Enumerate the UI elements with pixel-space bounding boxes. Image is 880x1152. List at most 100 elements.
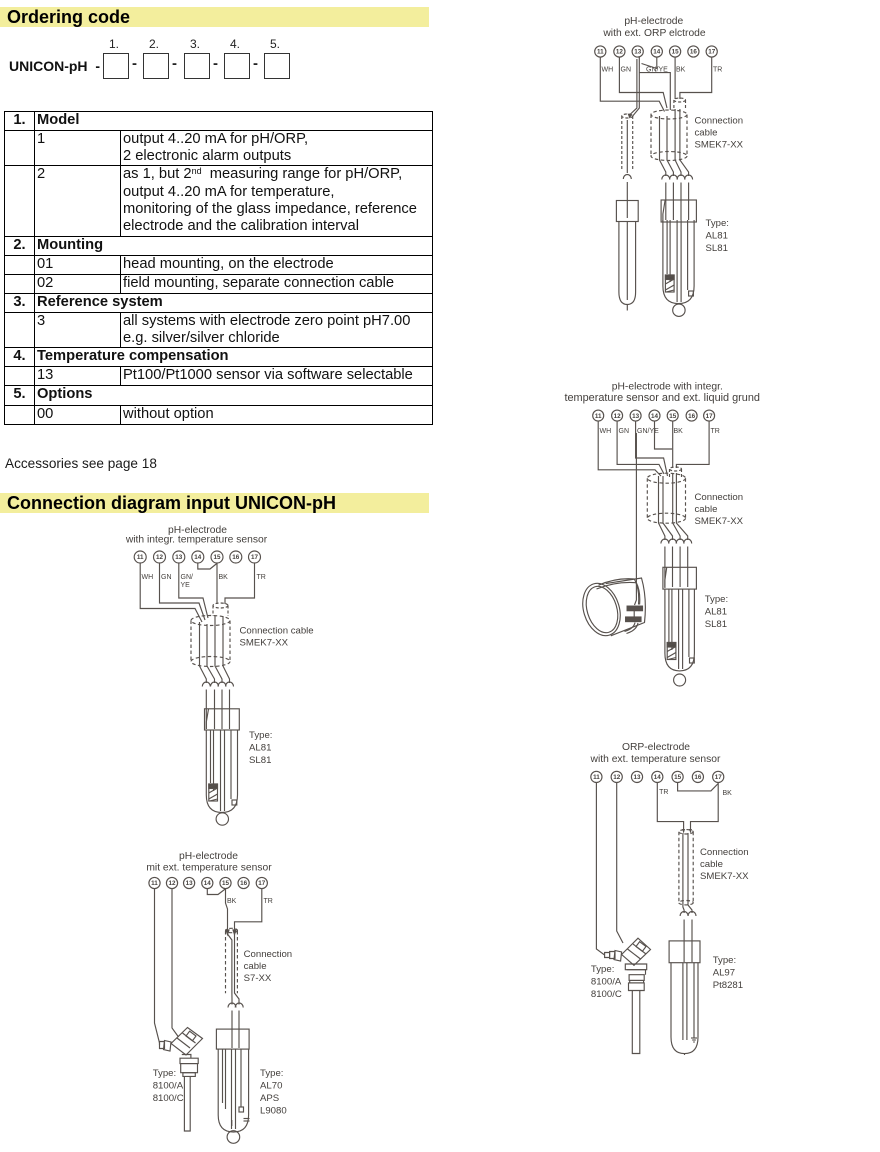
svg-text:SMEK7-XX: SMEK7-XX xyxy=(240,638,289,649)
svg-text:GN: GN xyxy=(621,67,632,74)
svg-text:15: 15 xyxy=(222,880,230,887)
svg-text:17: 17 xyxy=(258,880,266,887)
svg-text:8100/C: 8100/C xyxy=(153,1093,184,1104)
svg-text:Type:: Type: xyxy=(260,1068,283,1079)
svg-text:11: 11 xyxy=(151,880,158,887)
svg-text:SL81: SL81 xyxy=(705,619,727,630)
svg-text:15: 15 xyxy=(674,774,682,781)
svg-text:SMEK7-XX: SMEK7-XX xyxy=(695,140,744,151)
svg-text:13: 13 xyxy=(633,774,641,781)
svg-text:AL70: AL70 xyxy=(260,1081,282,1092)
svg-text:TR: TR xyxy=(257,574,266,581)
svg-text:14: 14 xyxy=(204,880,212,887)
svg-text:SMEK7-XX: SMEK7-XX xyxy=(700,871,749,882)
svg-text:13: 13 xyxy=(634,49,642,56)
svg-text:13: 13 xyxy=(632,413,640,420)
svg-text:AL97: AL97 xyxy=(713,968,735,979)
svg-text:L9080: L9080 xyxy=(260,1106,287,1117)
svg-text:12: 12 xyxy=(616,49,624,56)
svg-text:cable: cable xyxy=(695,504,718,515)
svg-text:ORP-electrode: ORP-electrode xyxy=(622,742,690,753)
svg-text:Connection: Connection xyxy=(695,116,744,127)
svg-text:16: 16 xyxy=(688,413,696,420)
svg-text:Connection: Connection xyxy=(700,847,749,858)
svg-text:pH-electrode with integr.: pH-electrode with integr. xyxy=(612,382,723,393)
svg-text:WH: WH xyxy=(142,574,154,581)
svg-text:pH-electrode: pH-electrode xyxy=(168,525,227,536)
svg-text:14: 14 xyxy=(653,49,661,56)
svg-text:Type:: Type: xyxy=(249,730,272,741)
svg-text:cable: cable xyxy=(700,859,723,870)
svg-text:TR: TR xyxy=(713,67,722,74)
svg-text:cable: cable xyxy=(695,128,718,139)
svg-text:APS: APS xyxy=(260,1093,279,1104)
svg-text:11: 11 xyxy=(137,554,144,561)
svg-text:11: 11 xyxy=(597,49,604,56)
svg-text:with integr. temperature senso: with integr. temperature sensor xyxy=(125,535,268,546)
svg-text:17: 17 xyxy=(708,49,716,56)
svg-text:S7-XX: S7-XX xyxy=(244,973,272,984)
svg-text:14: 14 xyxy=(194,554,202,561)
svg-text:SL81: SL81 xyxy=(706,243,728,254)
svg-text:8100/C: 8100/C xyxy=(591,989,622,1000)
svg-text:16: 16 xyxy=(240,880,248,887)
svg-text:14: 14 xyxy=(651,413,659,420)
svg-text:15: 15 xyxy=(672,49,680,56)
svg-text:TR: TR xyxy=(264,898,273,905)
svg-text:GN: GN xyxy=(161,574,172,581)
svg-text:BK: BK xyxy=(227,898,237,905)
svg-text:15: 15 xyxy=(669,413,677,420)
svg-text:Connection cable: Connection cable xyxy=(240,626,314,637)
svg-text:GN/YE: GN/YE xyxy=(646,67,668,74)
svg-text:BK: BK xyxy=(676,67,686,74)
svg-text:8100/A: 8100/A xyxy=(153,1081,184,1092)
svg-text:GN/: GN/ xyxy=(181,574,194,581)
svg-text:BK: BK xyxy=(674,428,684,435)
svg-text:Type:: Type: xyxy=(705,594,728,605)
svg-text:BK: BK xyxy=(723,790,733,797)
svg-text:12: 12 xyxy=(168,880,176,887)
svg-text:12: 12 xyxy=(613,774,621,781)
svg-text:16: 16 xyxy=(232,554,240,561)
svg-text:Pt8281: Pt8281 xyxy=(713,980,743,991)
svg-text:AL81: AL81 xyxy=(706,231,728,242)
svg-text:Type:: Type: xyxy=(706,218,729,229)
svg-text:13: 13 xyxy=(186,880,194,887)
svg-text:WH: WH xyxy=(602,67,614,74)
svg-text:Type:: Type: xyxy=(591,964,614,975)
svg-text:12: 12 xyxy=(614,413,622,420)
svg-text:TR: TR xyxy=(711,428,720,435)
svg-text:13: 13 xyxy=(175,554,183,561)
svg-text:Type:: Type: xyxy=(153,1068,176,1079)
svg-text:pH-electrode: pH-electrode xyxy=(624,16,683,27)
svg-text:temperature sensor and ext. li: temperature sensor and ext. liquid grund xyxy=(564,392,760,404)
svg-text:AL81: AL81 xyxy=(705,607,727,618)
svg-text:with ext. temperature sensor: with ext. temperature sensor xyxy=(590,754,721,765)
svg-text:with ext. ORP elctrode: with ext. ORP elctrode xyxy=(602,28,706,39)
svg-text:11: 11 xyxy=(595,413,602,420)
svg-text:cable: cable xyxy=(244,961,267,972)
svg-text:17: 17 xyxy=(715,774,723,781)
svg-text:mit ext. temperature sensor: mit ext. temperature sensor xyxy=(146,863,272,874)
svg-text:Type:: Type: xyxy=(713,955,736,966)
svg-text:17: 17 xyxy=(251,554,259,561)
svg-text:AL81: AL81 xyxy=(249,743,271,754)
svg-text:YE: YE xyxy=(181,582,191,589)
svg-text:12: 12 xyxy=(156,554,164,561)
svg-text:WH: WH xyxy=(600,428,612,435)
svg-text:17: 17 xyxy=(706,413,714,420)
svg-text:GN/YE: GN/YE xyxy=(637,428,659,435)
svg-text:16: 16 xyxy=(694,774,702,781)
svg-text:11: 11 xyxy=(593,774,600,781)
svg-text:Connection: Connection xyxy=(695,492,744,503)
svg-text:BK: BK xyxy=(219,574,229,581)
svg-text:SL81: SL81 xyxy=(249,755,271,766)
svg-text:8100/A: 8100/A xyxy=(591,977,622,988)
svg-text:GN: GN xyxy=(619,428,630,435)
svg-text:TR: TR xyxy=(659,789,668,796)
svg-text:14: 14 xyxy=(654,774,662,781)
svg-text:pH-electrode: pH-electrode xyxy=(179,851,238,862)
svg-text:16: 16 xyxy=(690,49,698,56)
svg-text:Connection: Connection xyxy=(244,949,293,960)
svg-text:15: 15 xyxy=(213,554,221,561)
